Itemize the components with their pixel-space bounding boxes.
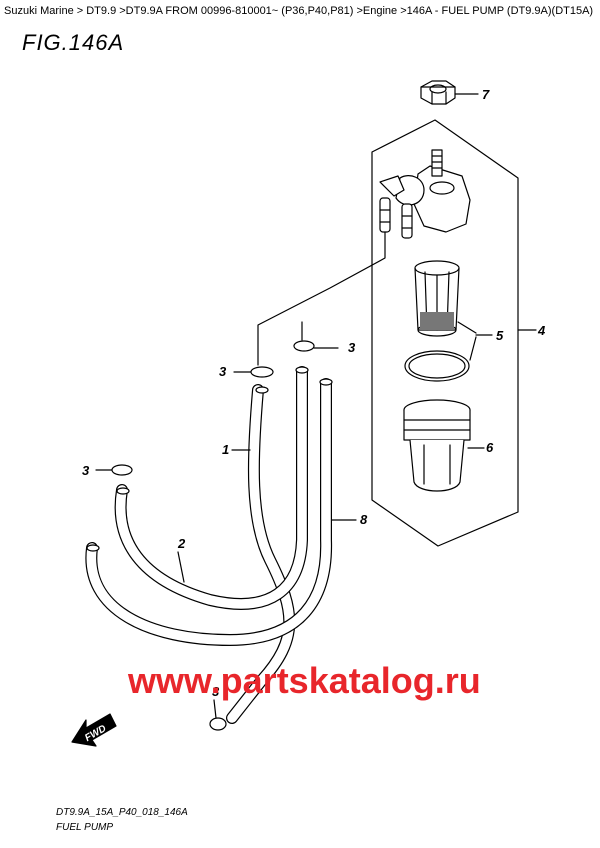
footer-name: FUEL PUMP bbox=[56, 822, 114, 833]
pump-head bbox=[379, 149, 471, 239]
callout-3-left: 3 bbox=[82, 463, 90, 478]
part-7-nut bbox=[420, 80, 456, 105]
part-4-bracket bbox=[371, 119, 519, 547]
callout-3-upper-left: 3 bbox=[219, 364, 227, 379]
callout-3-upper-right: 3 bbox=[348, 340, 356, 355]
callout-2: 2 bbox=[177, 536, 186, 551]
callout-8: 8 bbox=[360, 512, 368, 527]
callout-5: 5 bbox=[496, 328, 504, 343]
breadcrumb[interactable]: Suzuki Marine > DT9.9 >DT9.9A FROM 00996… bbox=[4, 5, 596, 17]
part-8-hose bbox=[85, 378, 333, 646]
part-1-hose bbox=[226, 384, 296, 724]
footer-code: DT9.9A_15A_P40_018_146A bbox=[56, 807, 188, 818]
callout-1: 1 bbox=[222, 442, 229, 457]
part-6-bowl bbox=[403, 399, 471, 492]
callout-7: 7 bbox=[482, 87, 490, 102]
figure-title: FIG.146A bbox=[22, 30, 125, 55]
fwd-arrow-icon bbox=[71, 713, 117, 747]
part-2-hose bbox=[114, 366, 309, 610]
callout-4: 4 bbox=[537, 323, 546, 338]
watermark: www.partskatalog.ru bbox=[127, 660, 481, 701]
callout-6: 6 bbox=[486, 440, 494, 455]
part-5-filter bbox=[404, 260, 470, 382]
fwd-label: FWD bbox=[83, 723, 108, 744]
callout-3-bottom: 3 bbox=[212, 684, 220, 699]
